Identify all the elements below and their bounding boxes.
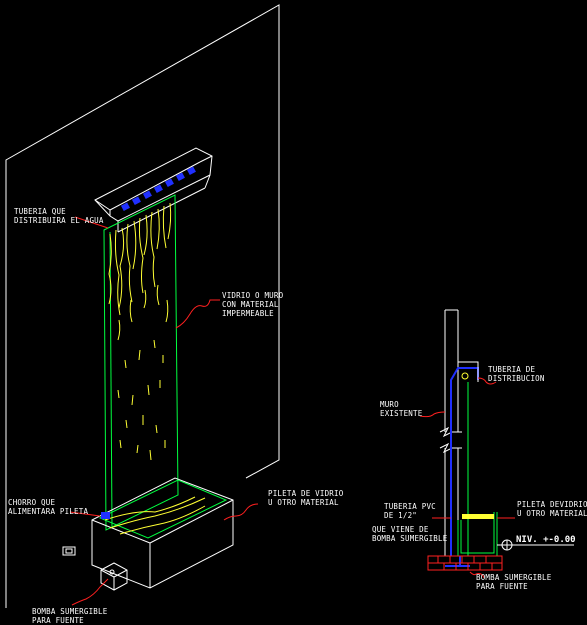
label-bomba-seccion: BOMBA SUMERGIBLE (476, 573, 552, 582)
label-chorro-2: ALIMENTARA PILETA (8, 507, 88, 516)
label-vidrio: VIDRIO O MURO (222, 291, 284, 300)
water-curtain (108, 202, 172, 461)
section-floor (427, 555, 503, 571)
label-pileta: PILETA DE VIDRIO (268, 489, 344, 498)
isometric-view: TUBERIA QUE DISTRIBUIRA EL AGUA VIDRIO O… (5, 4, 344, 625)
label-distrib: TUBERIA DE (488, 365, 535, 374)
chorro-nozzle (101, 512, 110, 519)
pileta-box (91, 477, 234, 589)
wall-outline (5, 4, 280, 608)
label-muro: MURO (380, 400, 399, 409)
pileta-glass (98, 479, 228, 539)
distribution-pipe (120, 166, 196, 212)
label-vidrio-2: CON MATERIAL (222, 300, 279, 309)
label-pvc: TUBERIA PVC (384, 502, 436, 511)
label-tuberia: TUBERIA QUE (14, 207, 66, 216)
bomba-sumergible (100, 562, 128, 591)
label-vidrio-3: IMPERMEABLE (222, 309, 274, 318)
label-bomba-seccion-2: PARA FUENTE (476, 582, 528, 591)
label-pvc-2: DE 1/2" (384, 511, 417, 520)
label-viene: QUE VIENE DE (372, 525, 429, 534)
label-distrib-2: DISTRIBUCION (488, 374, 545, 383)
section-view: TUBERIA DE DISTRIBUCION MURO EXISTENTE T… (372, 309, 587, 591)
label-bomba: BOMBA SUMERGIBLE (32, 607, 108, 616)
label-bomba-2: PARA FUENTE (32, 616, 84, 625)
wall-outlet (62, 546, 76, 556)
leaders-section (419, 377, 515, 579)
label-chorro: CHORRO QUE (8, 498, 55, 507)
section-water (462, 514, 494, 519)
pipe-outline (458, 361, 479, 382)
label-nivel: NIV. +-0.00 (516, 535, 576, 545)
label-viene-2: BOMBA SUMERGIBLE (372, 534, 448, 543)
label-pileta-seccion-2: U OTRO MATERIAL (517, 509, 587, 518)
label-pileta-2: U OTRO MATERIAL (268, 498, 339, 507)
leaders-iso (69, 216, 259, 606)
pileta-water (104, 496, 206, 535)
distribution-channel (94, 147, 213, 233)
label-tuberia-2: DISTRIBUIRA EL AGUA (14, 216, 104, 225)
label-muro-2: EXISTENTE (380, 409, 423, 418)
nivel-marker (497, 539, 574, 551)
label-pileta-seccion: PILETA DEVIDRIO (517, 500, 587, 509)
